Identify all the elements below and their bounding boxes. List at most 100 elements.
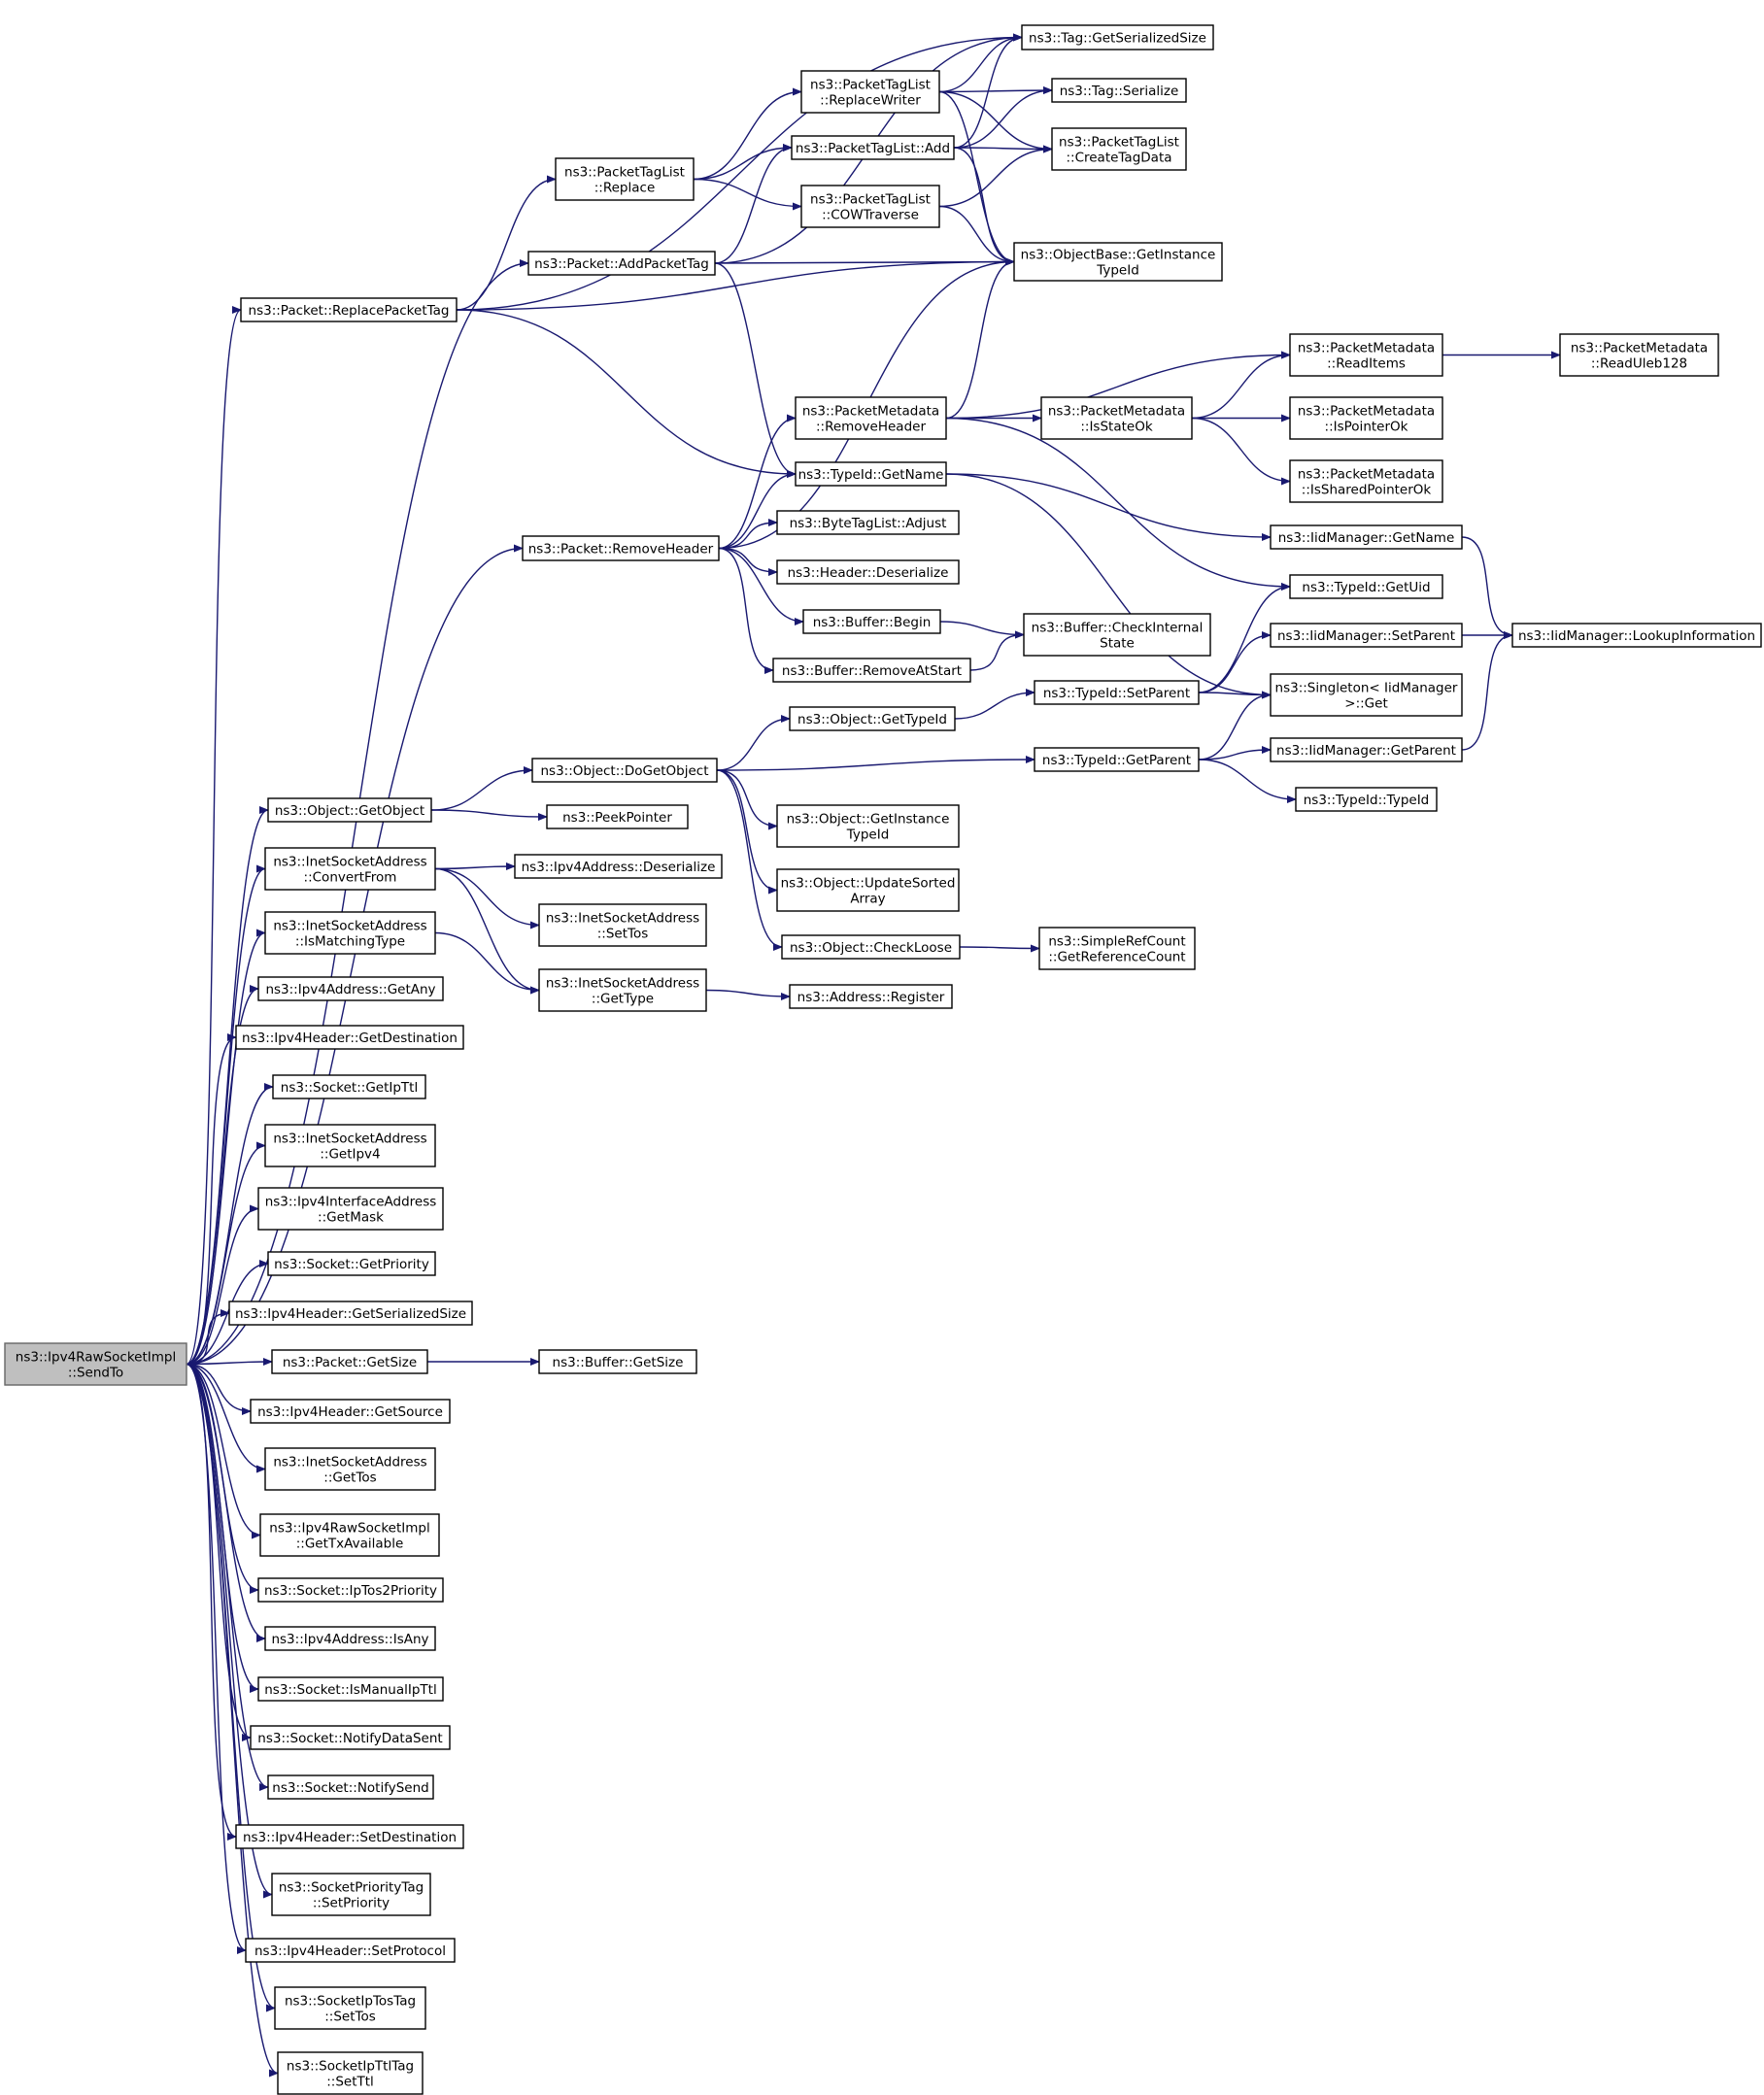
- node-pm-is-pointer-ok[interactable]: ns3::PacketMetadata::IsPointerOk: [1289, 396, 1443, 440]
- node-socket-ip-ttl-tag-set-ttl[interactable]: ns3::SocketIpTtlTag::SetTtl: [277, 2051, 424, 2095]
- node-label: ns3::Tag::Serialize: [1060, 84, 1179, 99]
- node-label: ns3::ByteTagList::Adjust: [790, 516, 947, 531]
- node-box: [776, 868, 960, 912]
- node-ipv4-address-get-any[interactable]: ns3::Ipv4Address::GetAny: [257, 976, 444, 1001]
- node-iid-manager-get-name[interactable]: ns3::IidManager::GetName: [1270, 524, 1463, 550]
- node-label: ::ReplaceWriter: [820, 93, 921, 109]
- node-ipv4-header-set-protocol[interactable]: ns3::Ipv4Header::SetProtocol: [245, 1938, 456, 1963]
- node-label: ns3::Packet::RemoveHeader: [528, 542, 714, 558]
- node-box: [264, 911, 436, 955]
- node-peek-pointer[interactable]: ns3::PeekPointer: [546, 804, 689, 829]
- node-socket-ip-tos2-priority[interactable]: ns3::Socket::IpTos2Priority: [257, 1577, 444, 1603]
- node-label: ns3::Buffer::CheckInternal: [1032, 621, 1204, 636]
- node-socket-get-priority[interactable]: ns3::Socket::GetPriority: [267, 1251, 436, 1276]
- node-cow-traverse[interactable]: ns3::PacketTagList::COWTraverse: [800, 185, 940, 228]
- node-socket-notify-send[interactable]: ns3::Socket::NotifySend: [267, 1774, 434, 1800]
- node-label: ns3::Socket::IpTos2Priority: [264, 1583, 437, 1599]
- node-byte-tag-list-adjust[interactable]: ns3::ByteTagList::Adjust: [776, 510, 960, 535]
- node-get-tx-available[interactable]: ns3::Ipv4RawSocketImpl::GetTxAvailable: [259, 1513, 440, 1557]
- node-pm-is-shared-pointer-ok[interactable]: ns3::PacketMetadata::IsSharedPointerOk: [1289, 459, 1443, 503]
- node-label: ::SetTtl: [326, 2075, 374, 2090]
- node-isa-get-type[interactable]: ns3::InetSocketAddress::GetType: [538, 968, 707, 1012]
- node-lookup-information[interactable]: ns3::IidManager::LookupInformation: [1511, 623, 1762, 648]
- node-ipv4-header-get-destination[interactable]: ns3::Ipv4Header::GetDestination: [235, 1025, 464, 1050]
- node-packet-remove-header[interactable]: ns3::Packet::RemoveHeader: [522, 535, 720, 561]
- node-ipv4-address-is-any[interactable]: ns3::Ipv4Address::IsAny: [264, 1626, 436, 1651]
- node-box: [1051, 127, 1187, 171]
- node-header-deserialize[interactable]: ns3::Header::Deserialize: [776, 559, 960, 585]
- node-isa-is-matching-type[interactable]: ns3::InetSocketAddress::IsMatchingType: [264, 911, 436, 955]
- node-pm-remove-header[interactable]: ns3::PacketMetadata::RemoveHeader: [795, 396, 947, 440]
- node-tag-get-serialized-size[interactable]: ns3::Tag::GetSerializedSize: [1021, 24, 1214, 51]
- node-socket-notify-data-sent[interactable]: ns3::Socket::NotifyDataSent: [250, 1725, 451, 1750]
- node-label: ns3::InetSocketAddress: [273, 1455, 426, 1470]
- node-tag-serialize[interactable]: ns3::Tag::Serialize: [1051, 78, 1187, 103]
- node-ipv4-header-get-serialized-size[interactable]: ns3::Ipv4Header::GetSerializedSize: [228, 1301, 473, 1326]
- node-buffer-get-size[interactable]: ns3::Buffer::GetSize: [538, 1349, 697, 1374]
- node-singleton-get[interactable]: ns3::Singleton< IidManager >::Get: [1270, 673, 1463, 717]
- edge-packet-remove-header-to-buffer-remove-at-start: [718, 547, 774, 674]
- node-packet-tag-list-replace[interactable]: ns3::PacketTagList::Replace: [555, 157, 695, 201]
- node-pm-read-items[interactable]: ns3::PacketMetadata::ReadItems: [1289, 333, 1443, 377]
- node-type-id-type-id[interactable]: ns3::TypeId::TypeId: [1295, 787, 1438, 812]
- node-object-check-loose[interactable]: ns3::Object::CheckLoose: [781, 934, 961, 960]
- node-type-id-get-parent[interactable]: ns3::TypeId::GetParent: [1034, 747, 1200, 772]
- node-label: ns3::TypeId::GetName: [798, 467, 944, 483]
- node-label: ns3::Tag::GetSerializedSize: [1029, 31, 1206, 47]
- node-address-register[interactable]: ns3::Address::Register: [789, 984, 953, 1009]
- edge-pm-remove-header-to-object-base-get-instance-type-id: [945, 257, 1015, 420]
- node-label: ns3::Packet::ReplacePacketTag: [249, 303, 450, 319]
- node-type-id-set-parent[interactable]: ns3::TypeId::SetParent: [1034, 680, 1200, 705]
- node-ipv4-interface-address-get-mask[interactable]: ns3::Ipv4InterfaceAddress::GetMask: [257, 1187, 444, 1231]
- node-replace-packet-tag[interactable]: ns3::Packet::ReplacePacketTag: [240, 297, 458, 322]
- edge-replace-packet-tag-to-packet-tag-list-replace: [456, 175, 557, 311]
- node-ptl-add[interactable]: ns3::PacketTagList::Add: [791, 135, 955, 160]
- node-add-packet-tag[interactable]: ns3::Packet::AddPacketTag: [527, 251, 716, 276]
- node-isa-get-ipv4[interactable]: ns3::InetSocketAddress::GetIpv4: [264, 1124, 436, 1167]
- edge-send-to-to-ipv4-header-get-destination: [186, 1033, 237, 1366]
- node-buffer-begin[interactable]: ns3::Buffer::Begin: [802, 609, 941, 634]
- node-label: ::SetTos: [324, 2010, 376, 2025]
- node-iid-manager-get-parent[interactable]: ns3::IidManager::GetParent: [1270, 737, 1463, 762]
- node-object-get-type-id[interactable]: ns3::Object::GetTypeId: [789, 706, 956, 731]
- node-socket-ip-tos-tag-set-tos[interactable]: ns3::SocketIpTosTag::SetTos: [274, 1986, 426, 2030]
- node-isa-get-tos[interactable]: ns3::InetSocketAddress::GetTos: [264, 1447, 436, 1491]
- node-box: [1034, 680, 1200, 705]
- node-label: ns3::Ipv4Address::Deserialize: [522, 860, 716, 875]
- node-ipv4-header-set-destination[interactable]: ns3::Ipv4Header::SetDestination: [235, 1824, 464, 1849]
- node-box: [1289, 333, 1443, 377]
- node-isa-set-tos[interactable]: ns3::InetSocketAddress::SetTos: [538, 903, 707, 947]
- node-label: ns3::Object::CheckLoose: [790, 940, 952, 956]
- node-type-id-get-name[interactable]: ns3::TypeId::GetName: [795, 461, 947, 487]
- node-box: [267, 1774, 434, 1800]
- node-type-id-get-uid[interactable]: ns3::TypeId::GetUid: [1289, 574, 1443, 599]
- node-box: [264, 1447, 436, 1491]
- node-box: [538, 1349, 697, 1374]
- node-object-get-object[interactable]: ns3::Object::GetObject: [267, 797, 432, 823]
- node-buffer-remove-at-start[interactable]: ns3::Buffer::RemoveAtStart: [772, 658, 971, 683]
- node-socket-priority-tag-set-priority[interactable]: ns3::SocketPriorityTag::SetPriority: [271, 1873, 431, 1916]
- node-simple-ref-count-get-reference-count[interactable]: ns3::SimpleRefCount::GetReferenceCount: [1038, 927, 1196, 970]
- edge-replace-packet-tag-to-tag-get-serialized-size: [456, 33, 1023, 311]
- node-label: ns3::TypeId::TypeId: [1304, 793, 1430, 808]
- edge-iid-manager-get-parent-to-lookup-information: [1461, 631, 1513, 751]
- edge-layer: [186, 33, 1561, 2078]
- node-replace-writer[interactable]: ns3::PacketTagList::ReplaceWriter: [800, 70, 940, 114]
- node-ipv4-address-deserialize[interactable]: ns3::Ipv4Address::Deserialize: [514, 854, 723, 879]
- node-create-tag-data[interactable]: ns3::PacketTagList::CreateTagData: [1051, 127, 1187, 171]
- node-pm-is-state-ok[interactable]: ns3::PacketMetadata::IsStateOk: [1040, 396, 1193, 440]
- node-send-to[interactable]: ns3::Ipv4RawSocketImpl::SendTo: [4, 1342, 187, 1386]
- node-iid-manager-set-parent[interactable]: ns3::IidManager::SetParent: [1270, 623, 1463, 648]
- node-box: [267, 797, 432, 823]
- node-pm-read-uleb128[interactable]: ns3::PacketMetadata::ReadUleb128: [1559, 333, 1719, 377]
- node-packet-get-size[interactable]: ns3::Packet::GetSize: [271, 1349, 428, 1374]
- node-socket-is-manual-ip-ttl[interactable]: ns3::Socket::IsManualIpTtl: [257, 1676, 444, 1702]
- node-isa-convert-from[interactable]: ns3::InetSocketAddress::ConvertFrom: [264, 847, 436, 891]
- node-ipv4-header-get-source[interactable]: ns3::Ipv4Header::GetSource: [250, 1399, 451, 1424]
- node-object-do-get-object[interactable]: ns3::Object::DoGetObject: [531, 758, 718, 783]
- node-socket-get-ip-ttl[interactable]: ns3::Socket::GetIpTtl: [272, 1074, 426, 1099]
